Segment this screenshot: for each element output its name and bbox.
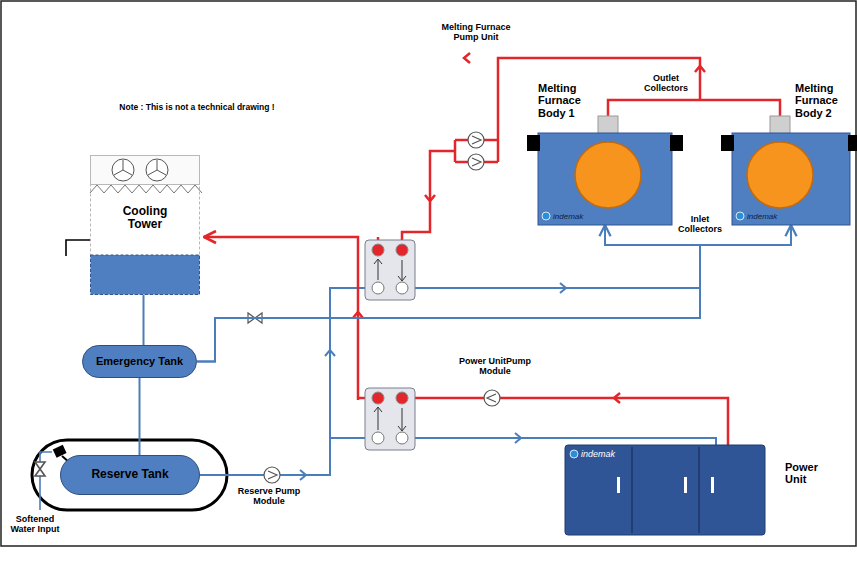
- node-heading: Melting Furnace Body 2: [795, 82, 849, 119]
- pump-label: Power UnitPump Module: [452, 356, 538, 377]
- node-title: Emergency Tank: [96, 355, 183, 367]
- reserve-tank-frame: [32, 440, 227, 510]
- collector-label: Inlet Collectors: [670, 214, 730, 235]
- brand-logo: indemak: [581, 449, 615, 459]
- collector-label: Outlet Collectors: [636, 73, 696, 94]
- pipe-connector: [197, 225, 791, 362]
- pump-label: Reserve Pump Module: [236, 486, 302, 507]
- pump-symbol: [264, 132, 500, 483]
- red-pipes: [204, 53, 780, 445]
- pipe-connector: [143, 295, 145, 345]
- pipe-connector: [197, 225, 700, 362]
- node-shape: [732, 133, 850, 225]
- furnace-body: Melting Furnace Body 1indemak: [538, 133, 672, 225]
- furnace-body: Melting Furnace Body 2indemak: [732, 133, 850, 225]
- cooling-tower: Cooling Tower: [90, 155, 200, 295]
- softened-water-pipe: [35, 452, 52, 510]
- node-heading: Power Unit: [785, 461, 835, 486]
- node-title: Cooling Tower: [112, 205, 178, 232]
- pipe-connector: [139, 378, 141, 455]
- node-heading: Melting Furnace Body 1: [538, 82, 594, 119]
- tank-box: Reserve Tank: [60, 455, 200, 495]
- power-cabinet: indemakPower Unit: [565, 445, 765, 535]
- node-shape: [538, 133, 672, 225]
- brand-logo: indemak: [747, 213, 777, 222]
- input-label: Softened Water Input: [4, 514, 66, 535]
- brand-logo: indemak: [553, 213, 583, 222]
- furnace-neck: [598, 116, 790, 134]
- note-text: Note : This is not a technical drawing !: [112, 103, 282, 113]
- overflow-pipe: [66, 240, 90, 256]
- node-title: Reserve Tank: [91, 468, 168, 481]
- pump-label: Melting Furnace Pump Unit: [436, 22, 516, 43]
- tank-box: Emergency Tank: [82, 345, 197, 378]
- heat-exchanger: [365, 240, 415, 450]
